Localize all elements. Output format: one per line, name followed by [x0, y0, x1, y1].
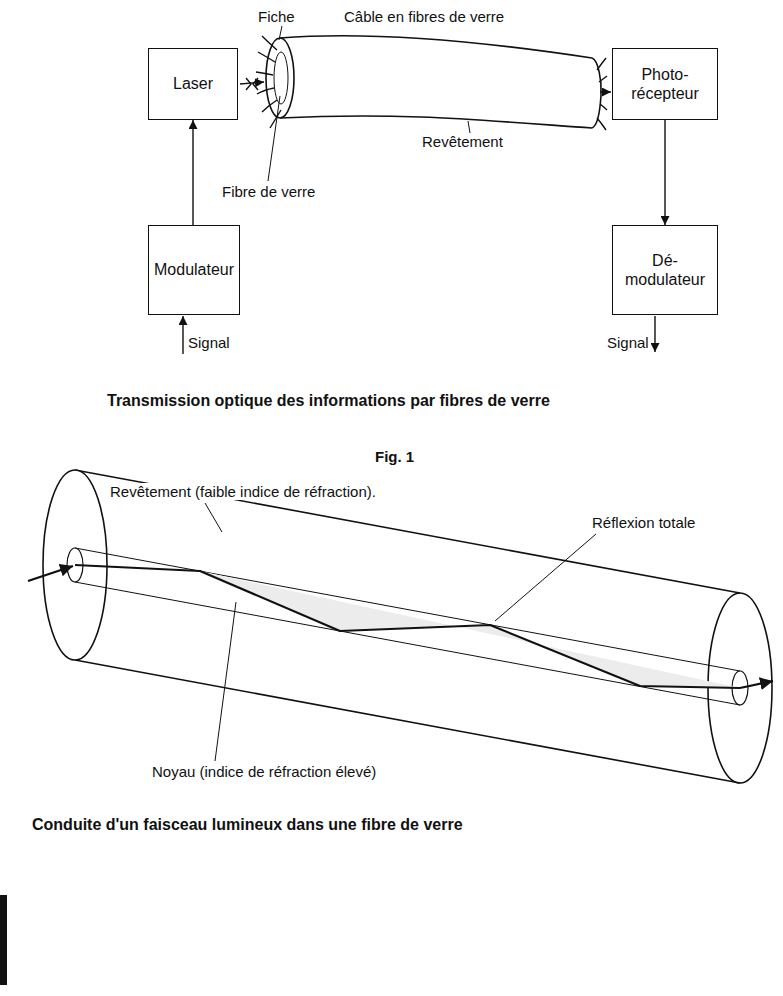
fibre-strand	[600, 104, 607, 110]
light-ray	[28, 566, 73, 581]
part-label: Noyau (indice de réfraction élevé)	[150, 763, 378, 780]
leader-line	[279, 26, 282, 40]
process-box: Modulateur	[148, 225, 240, 315]
part-label: Réflexion totale	[590, 514, 697, 531]
leader-line	[495, 534, 596, 621]
leader-line	[468, 121, 470, 133]
signal-arrow	[182, 316, 183, 354]
lens-symbol	[253, 78, 258, 90]
fibre-strand	[258, 52, 275, 62]
fibre-strand	[257, 88, 274, 94]
core-outline	[75, 548, 740, 671]
light-arrow	[240, 82, 264, 84]
fibre-strand	[256, 72, 273, 75]
part-label: Câble en fibres de verre	[342, 8, 506, 25]
fibre-strand	[597, 58, 606, 70]
light-ray	[740, 681, 773, 688]
lens-symbol	[246, 78, 251, 90]
part-label: Revêtement	[420, 133, 505, 150]
process-box: Photo- récepteur	[612, 48, 718, 120]
cable-end	[592, 58, 601, 128]
box-label: Modulateur	[154, 260, 234, 279]
signal-arrow	[654, 316, 655, 352]
process-box: Dé- modulateur	[612, 225, 718, 315]
box-label: Laser	[154, 74, 232, 93]
fibre-strand	[597, 118, 606, 130]
figure-number: Fig. 1	[373, 448, 416, 465]
fibre-strand	[599, 76, 607, 82]
part-label: Fiche	[256, 8, 297, 25]
part-label: Revêtement (faible indice de réfraction)…	[108, 483, 378, 500]
cladding-outline	[75, 470, 740, 593]
signal-connector	[664, 120, 665, 225]
light-ray	[75, 565, 740, 688]
fibre-drawing	[28, 470, 773, 783]
fibre-end	[274, 52, 288, 104]
cable-outline	[280, 116, 592, 128]
core-shading	[200, 571, 740, 688]
cable-drawing	[183, 26, 655, 354]
fibre-strand	[262, 100, 277, 112]
figure-caption: Conduite d'un faisceau lumineux dans une…	[30, 816, 465, 834]
leader-line	[268, 96, 280, 181]
cable-outline	[280, 36, 592, 58]
box-label: Dé- modulateur	[618, 251, 712, 289]
leader-line	[215, 602, 236, 761]
figure-caption: Transmission optique des informations pa…	[105, 392, 552, 410]
box-label: Photo- récepteur	[618, 65, 712, 103]
margin-bar	[0, 895, 7, 985]
light-arrow	[600, 91, 611, 92]
part-label: Fibre de verre	[220, 183, 317, 200]
signal-label: Signal	[186, 334, 232, 351]
fibre-strand	[262, 36, 277, 50]
process-box: Laser	[148, 48, 238, 120]
signal-connector	[192, 120, 193, 225]
signal-label: Signal	[605, 334, 651, 351]
leader-line	[205, 503, 222, 532]
cable-end	[266, 38, 294, 118]
